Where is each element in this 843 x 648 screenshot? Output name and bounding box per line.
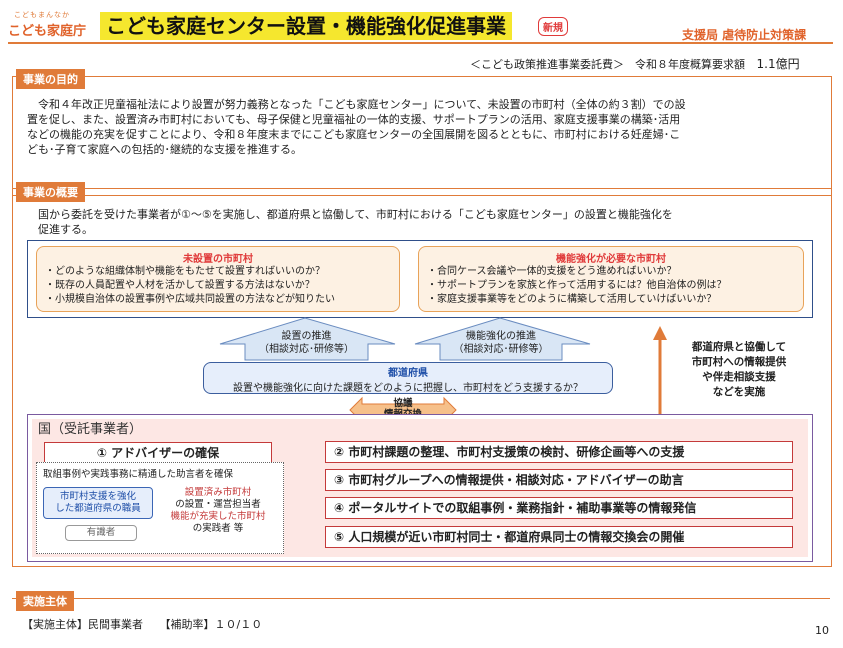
exchange-line1: 協議: [393, 398, 413, 409]
enhance-arrow-line2: （相談対応･研修等）: [453, 344, 549, 355]
practitioner-line4: の実践者 等: [192, 523, 244, 534]
purpose-line: ども･子育て家庭への包括的･継続的な支援を推進する。: [27, 143, 302, 156]
enhancement-item: ・家庭支援事業等をどのように構築して活用していけばいいか？: [427, 294, 717, 305]
prefecture-box: 都道府県 設置や機能強化に向けた課題をどのように把握し、市町村をどう支援するか？: [203, 362, 613, 394]
overview-label: 事業の概要: [16, 182, 85, 202]
purpose-line: 置を促し、また、設置済み市町村においても、母子保健と児童福祉の一体的支援、サポー…: [27, 113, 681, 126]
enhance-arrow-line1: 機能強化の推進: [466, 331, 536, 342]
adviser-desc: 取組事例や実践事務に精通した助言者を確保: [43, 469, 234, 480]
page-title: こども家庭センター設置・機能強化促進事業: [100, 12, 512, 40]
national-title: 国（受託事業者）: [38, 422, 143, 437]
page-number: 10: [815, 624, 829, 637]
implementer-section: [12, 598, 830, 639]
header-divider: [8, 42, 833, 44]
service-item-5: ⑤ 人口規模が近い市町村同士・都道府県同士の情報交換会の開催: [325, 526, 793, 548]
overview-intro: 国から委託を受けた事業者が①～⑤を実施し、都道府県と協働して、市町村における「こ…: [38, 207, 808, 237]
support-note-line: などを実施: [712, 386, 766, 398]
service-item-4: ④ ポータルサイトでの取組事例・業務指針・補助事業等の情報発信: [325, 497, 793, 519]
practitioner-line2: の設置・運営担当者: [175, 499, 261, 510]
new-badge: 新規: [538, 17, 568, 36]
unestablished-title: 未設置の市町村: [183, 254, 253, 265]
purpose-section: 令和４年改正児童福祉法により設置が努力義務となった「こども家庭センター」について…: [12, 76, 832, 196]
prefecture-support-note: 都道府県と協働して 市町村への情報提供 や伴走相談支援 などを実施: [664, 340, 814, 400]
prefecture-text: 設置や機能強化に向けた課題をどのように把握し、市町村をどう支援するか？: [233, 383, 583, 394]
enhancement-municipality-box: 機能強化が必要な市町村 ・合同ケース会議や一体的支援をどう進めればいいか？ ・サ…: [418, 246, 804, 312]
enhance-arrow-label: 機能強化の推進 （相談対応･研修等）: [440, 330, 562, 356]
unestablished-municipality-box: 未設置の市町村 ・どのような組織体制や機能をもたせて設置すればいいのか？ ・既存…: [36, 246, 400, 312]
unestablished-item: ・既存の人員配置や人材を活かして設置する方法はないか？: [45, 280, 315, 291]
implementer-text: 【実施主体】民間事業者 【補助率】１０/１０: [22, 618, 263, 631]
support-note-line: や伴走相談支援: [702, 371, 776, 383]
budget-amount: 1.1億円: [756, 57, 800, 71]
prefecture-staff-line1: 市町村支援を強化: [59, 491, 136, 502]
support-note-line: 市町村への情報提供: [691, 356, 787, 368]
setup-arrow-shape: [219, 317, 396, 361]
purpose-line: などの機能の充実を促すことにより、令和８年度末までにこども家庭センターの全国展開…: [27, 128, 681, 141]
logo-tagline: こどもまんなか: [14, 11, 70, 19]
enhance-arrow-shape: [414, 317, 591, 361]
service-item-2: ② 市町村課題の整理、市町村支援策の検討、研修企画等への支援: [325, 441, 793, 463]
setup-arrow-line2: （相談対応･研修等）: [259, 344, 354, 355]
prefecture-staff-box: 市町村支援を強化 した都道府県の職員: [43, 487, 153, 519]
adviser-heading: ① アドバイザーの確保: [44, 442, 272, 464]
purpose-text: 令和４年改正児童福祉法により設置が努力義務となった「こども家庭センター」について…: [27, 97, 819, 157]
enhancement-item: ・サポートプランを家族と作って活用するには？他自治体の例は？: [427, 280, 727, 291]
unestablished-item: ・どのような組織体制や機能をもたせて設置すればいいのか？: [45, 266, 325, 277]
purpose-line: 令和４年改正児童福祉法により設置が努力義務となった「こども家庭センター」について…: [27, 98, 686, 111]
purpose-label: 事業の目的: [16, 69, 85, 89]
adviser-detail-box: 取組事例や実践事務に精通した助言者を確保 市町村支援を強化 した都道府県の職員 …: [36, 462, 284, 554]
enhancement-title: 機能強化が必要な市町村: [556, 254, 666, 265]
setup-arrow-label: 設置の推進 （相談対応･研修等）: [245, 330, 368, 356]
department-label: 支援局 虐待防止対策課: [682, 28, 807, 42]
budget-text: ＜こども政策推進事業委託費＞ 令和８年度概算要求額: [470, 58, 745, 71]
prefecture-staff-line2: した都道府県の職員: [55, 503, 141, 514]
overview-intro-line: 促進する。: [38, 223, 93, 236]
support-arrow-head: [653, 326, 667, 340]
practitioner-line1: 設置済み市町村: [184, 487, 252, 498]
implementer-label: 実施主体: [16, 591, 74, 611]
municipal-practitioner-box: 設置済み市町村 の設置・運営担当者 機能が充実した市町村 の実践者 等: [157, 487, 279, 535]
service-item-3: ③ 市町村グループへの情報提供・相談対応・アドバイザーの助言: [325, 469, 793, 491]
enhancement-item: ・合同ケース会議や一体的支援をどう進めればいいか？: [427, 266, 677, 277]
overview-intro-line: 国から委託を受けた事業者が①～⑤を実施し、都道府県と協働して、市町村における「こ…: [38, 208, 673, 221]
expert-box: 有識者: [65, 525, 137, 541]
prefecture-title: 都道府県: [388, 368, 428, 379]
support-note-line: 都道府県と協働して: [691, 341, 787, 353]
unestablished-item: ・小規模自治体の設置事例や広域共同設置の方法などが知りたい: [45, 294, 335, 305]
overview-section: [12, 188, 832, 567]
agency-logo: こども家庭庁: [8, 24, 87, 39]
setup-arrow-line1: 設置の推進: [281, 331, 332, 342]
practitioner-line3: 機能が充実した市町村: [170, 511, 266, 522]
budget-label: ＜こども政策推進事業委託費＞ 令和８年度概算要求額 1.1億円: [470, 55, 800, 72]
